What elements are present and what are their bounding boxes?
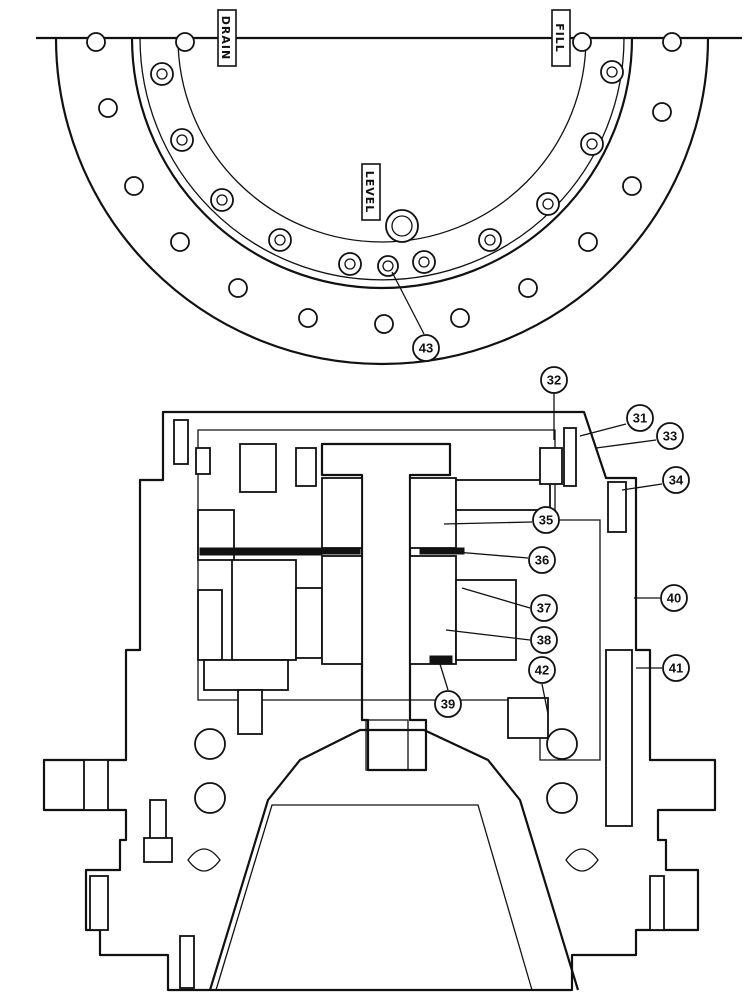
level-plug-inner xyxy=(382,260,394,272)
svg-text:32: 32 xyxy=(547,373,561,388)
final-drive-section-view xyxy=(42,410,717,992)
svg-text:FILL: FILL xyxy=(553,23,566,53)
callout-42: 42 xyxy=(528,656,556,684)
drain-port-label: DRAIN xyxy=(217,9,237,67)
callout-37: 37 xyxy=(530,594,558,622)
center-plug xyxy=(385,209,419,243)
end-cover-top-view: DRAIN FILL LEVEL xyxy=(36,9,742,366)
callout-39: 39 xyxy=(434,690,462,718)
svg-text:31: 31 xyxy=(633,411,647,426)
callout-36: 36 xyxy=(528,546,556,574)
svg-text:36: 36 xyxy=(535,553,549,568)
spindle-hub xyxy=(208,728,580,991)
svg-text:39: 39 xyxy=(441,697,455,712)
leader-43 xyxy=(391,271,425,335)
svg-text:43: 43 xyxy=(419,341,433,356)
callout-32: 32 xyxy=(540,366,568,394)
svg-text:41: 41 xyxy=(669,661,683,676)
svg-text:LEVEL: LEVEL xyxy=(363,171,376,214)
svg-text:40: 40 xyxy=(667,591,681,606)
inner-ring-outer-edge xyxy=(130,37,634,290)
svg-text:35: 35 xyxy=(539,513,553,528)
main-bearings xyxy=(187,728,599,872)
cover-hex-bolts xyxy=(150,60,624,276)
callout-40: 40 xyxy=(660,584,688,612)
shaft-spline xyxy=(365,719,409,771)
svg-text:33: 33 xyxy=(663,429,677,444)
svg-text:DRAIN: DRAIN xyxy=(219,16,232,60)
svg-text:37: 37 xyxy=(537,601,551,616)
outer-flange-edge xyxy=(54,37,710,366)
bolt-circle-line xyxy=(177,37,587,243)
spindle-inner xyxy=(215,804,533,991)
callout-41: 41 xyxy=(662,654,690,682)
level-plug xyxy=(377,255,399,277)
housing-bolts xyxy=(83,759,665,989)
inner-ring-inner-edge xyxy=(139,37,625,281)
level-port-label: LEVEL xyxy=(361,163,381,221)
callout-35: 35 xyxy=(532,506,560,534)
callout-34: 34 xyxy=(662,466,690,494)
fill-port-label: FILL xyxy=(551,9,571,67)
svg-text:42: 42 xyxy=(535,663,549,678)
right-planetary-gears xyxy=(409,427,633,827)
center-shaft xyxy=(320,442,452,772)
callout-38: 38 xyxy=(530,626,558,654)
callout-leaders xyxy=(439,392,663,715)
callout-43: 43 xyxy=(412,334,440,362)
callout-33: 33 xyxy=(656,422,684,450)
left-planetary-gears xyxy=(173,419,363,735)
housing-outline xyxy=(42,410,717,992)
svg-text:34: 34 xyxy=(669,473,684,488)
center-plug-inner xyxy=(391,215,413,237)
svg-text:38: 38 xyxy=(537,633,551,648)
callout-31: 31 xyxy=(626,404,654,432)
flange-bolt-holes xyxy=(86,32,682,334)
